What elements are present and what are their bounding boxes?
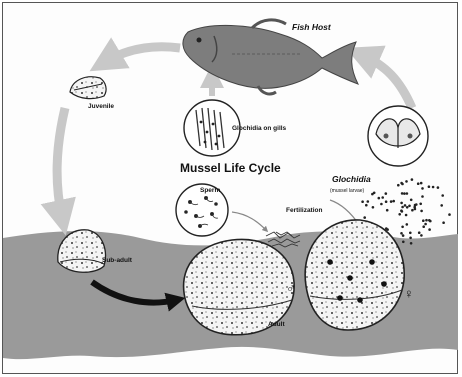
glochidium-dot — [400, 232, 403, 235]
label-sub-adult: Sub-adult — [102, 257, 133, 264]
glochidium-dot — [398, 213, 401, 216]
label-adult: Adult — [268, 321, 285, 328]
label-glochidia-sub: (mussel larvae) — [330, 188, 365, 194]
male-symbol: ♂ — [286, 280, 296, 295]
juvenile-shell-icon — [70, 77, 106, 99]
glochidium-dot — [365, 204, 368, 207]
glochidium-dot — [410, 242, 413, 245]
glochidium-dot — [406, 206, 409, 209]
glochidium-dot — [419, 203, 422, 206]
glochidium-dot — [406, 192, 409, 195]
glochidium-dot — [380, 203, 383, 206]
glochidium-dot — [440, 204, 443, 207]
cycle-arrow-fish-to-juvenile — [105, 47, 180, 62]
glochidium-dot — [408, 205, 411, 208]
glochidium-dot — [363, 216, 366, 219]
glochidium-dot — [405, 180, 408, 183]
cycle-arrow-juvenile-to-subadult — [57, 108, 65, 218]
adult-female-mussel — [305, 220, 404, 330]
glochidium-dot — [428, 185, 431, 188]
glochidium-dot — [405, 214, 408, 217]
glochidium-dot — [437, 186, 440, 189]
female-symbol: ♀ — [404, 286, 414, 301]
glochidium-dot — [401, 226, 404, 229]
glochidium-dot — [401, 206, 404, 209]
glochidium-dot — [390, 200, 393, 203]
glochidium-dot — [378, 197, 381, 200]
glochidium-dot — [411, 178, 414, 181]
glochidium-dot — [442, 221, 445, 224]
glochidium-dot — [409, 232, 412, 235]
glochidium-dot — [372, 206, 375, 209]
glochidium-dot — [385, 192, 388, 195]
glochidium-dot — [392, 200, 395, 203]
glochidium-dot — [411, 209, 414, 212]
glochidium-dot — [428, 228, 431, 231]
glochidium-dot — [418, 231, 421, 234]
glochidium-dot — [420, 234, 423, 237]
glochidium-dot — [373, 192, 376, 195]
glochidium-dot — [397, 184, 400, 187]
glochidium-dot — [421, 195, 424, 198]
cycle-arrow-glochidia-to-fish — [362, 55, 412, 108]
glochidium-dot — [448, 213, 451, 216]
glochidium-dot — [409, 237, 412, 240]
glochidium-dot — [381, 196, 384, 199]
label-sperm: Sperm — [200, 187, 220, 194]
glochidium-dot — [410, 199, 413, 202]
glochidium-dot — [403, 192, 406, 195]
glochidia-circle — [368, 106, 428, 166]
glochidium-dot — [420, 210, 423, 213]
glochidium-dot — [432, 186, 435, 189]
glochidium-dot — [386, 209, 389, 212]
label-glochidia-on-gills: Glochidia on gills — [232, 125, 287, 132]
glochidium-dot — [425, 219, 428, 222]
label-fish-host: Fish Host — [292, 22, 332, 32]
diagram-title: Mussel Life Cycle — [180, 161, 281, 175]
glochidium-dot — [441, 194, 444, 197]
glochidium-dot — [367, 200, 370, 203]
glochidium-dot — [385, 200, 388, 203]
glochidium-dot — [402, 234, 405, 237]
glochidium-dot — [406, 223, 409, 226]
glochidium-dot — [415, 203, 418, 206]
label-juvenile: Juvenile — [88, 103, 114, 110]
label-fertilization: Fertilization — [286, 207, 323, 214]
glochidium-dot — [422, 225, 425, 228]
glochidium-dot — [414, 208, 417, 211]
glochidium-dot — [400, 182, 403, 185]
glochidium-dot — [400, 202, 403, 205]
glochidium-dot — [401, 192, 404, 195]
glochidium-dot — [424, 223, 427, 226]
glochidium-dot — [404, 204, 407, 207]
glochidium-dot — [417, 182, 420, 185]
glochidium-dot — [400, 209, 403, 212]
glochidium-dot — [420, 182, 423, 185]
label-glochidia: Glochidia — [332, 174, 371, 184]
glochidium-dot — [361, 200, 364, 203]
arrow-sperm-to-fertilization — [232, 212, 266, 230]
glochidium-dot — [428, 219, 431, 222]
glochidium-dot — [402, 241, 405, 244]
glochidium-dot — [421, 187, 424, 190]
glochidium-dot — [422, 219, 425, 222]
